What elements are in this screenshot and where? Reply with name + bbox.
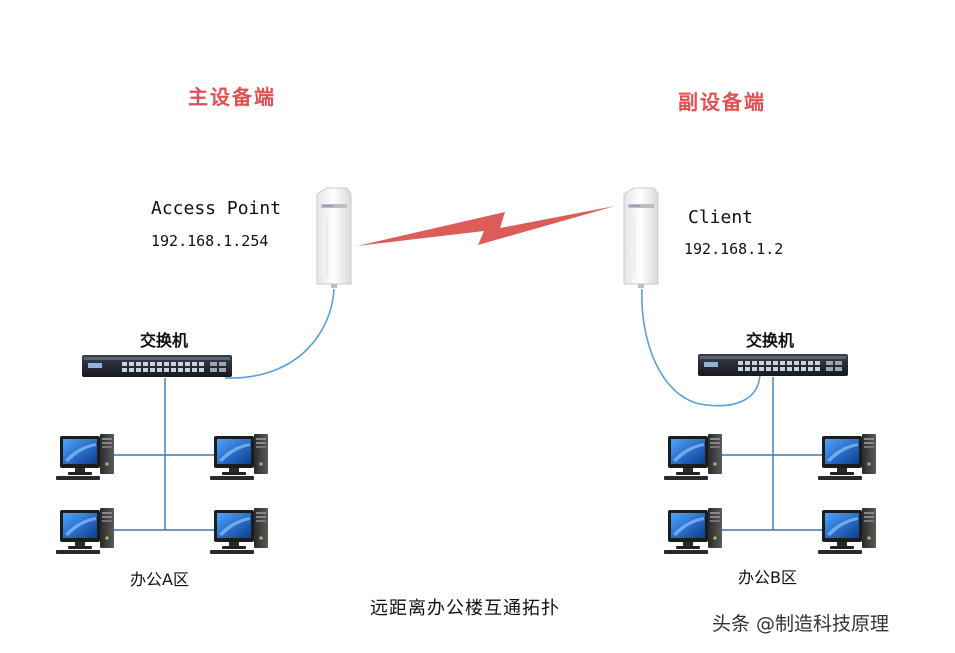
secondary-side-title: 副设备端 (678, 90, 766, 114)
switch-right-icon (698, 354, 848, 376)
lan-lines-left (104, 378, 218, 531)
client-device-icon (623, 187, 659, 289)
lan-lines-right (712, 377, 826, 531)
office-b-computer-2-icon (818, 434, 876, 480)
wireless-link-lightning-icon (357, 206, 615, 246)
office-b-label: 办公B区 (738, 568, 797, 587)
switch-left-label: 交换机 (140, 331, 189, 350)
office-a-label: 办公A区 (130, 570, 189, 589)
access-point-device-icon (316, 187, 352, 289)
watermark: 头条 @制造科技原理 (712, 613, 890, 635)
switch-left-icon (82, 355, 232, 377)
office-b-computer-4-icon (818, 508, 876, 554)
ap-cable-left (224, 288, 335, 379)
diagram-caption: 远距离办公楼互通拓扑 (370, 598, 560, 619)
primary-side-title: 主设备端 (188, 85, 276, 109)
switch-right-label: 交换机 (746, 331, 795, 350)
office-b-computer-3-icon (664, 508, 722, 554)
office-a-computer-3-icon (56, 508, 114, 554)
client-ip: 192.168.1.2 (684, 240, 784, 258)
access-point-ip: 192.168.1.254 (151, 232, 269, 250)
client-label: Client (688, 207, 754, 228)
office-b-computer-1-icon (664, 434, 722, 480)
office-a-computer-1-icon (56, 434, 114, 480)
office-a-computer-4-icon (210, 508, 268, 554)
ap-cable-right (641, 288, 761, 407)
office-a-computer-2-icon (210, 434, 268, 480)
access-point-label: Access Point (151, 198, 282, 219)
